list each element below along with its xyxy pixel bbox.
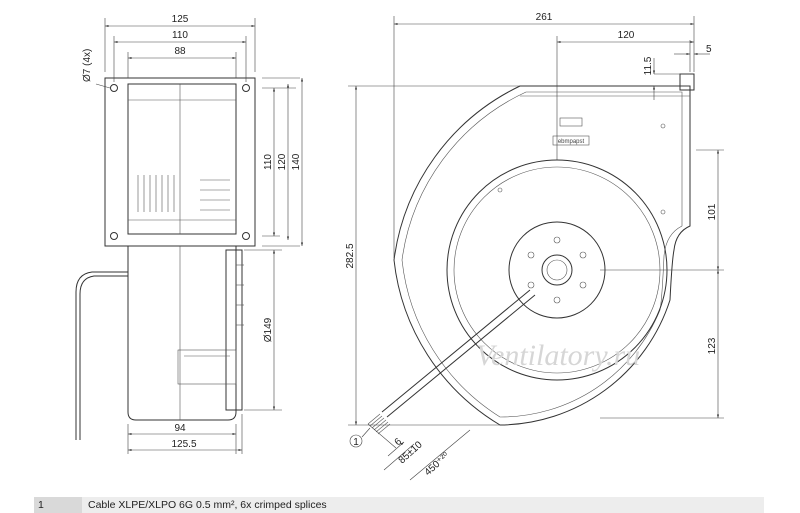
dim-5: 5	[706, 44, 712, 55]
side-view: 125 110 88 Ø7 (4x) 110 120 140 Ø149 94	[75, 14, 304, 454]
legend-row: 1 Cable XLPE/XLPO 6G 0.5 mm², 6x crimped…	[34, 497, 764, 513]
dim-140: 140	[291, 153, 302, 170]
dim-11-5: 11.5	[643, 56, 654, 75]
watermark: Ventilatory.ru	[476, 339, 640, 372]
front-view: ebmpapst 261 120 5 11.5	[345, 12, 724, 481]
dim-120: 120	[277, 153, 288, 170]
dim-hole-note: Ø7 (4x)	[82, 49, 93, 82]
dim-125: 125	[172, 14, 189, 25]
dim-120-front: 120	[618, 30, 635, 41]
dim-6: 6	[393, 436, 405, 448]
dim-94: 94	[174, 423, 186, 434]
brand-label: ebmpapst	[558, 139, 585, 145]
dim-282-5: 282.5	[345, 243, 356, 268]
dim-110-right: 110	[263, 154, 274, 170]
legend-number: 1	[34, 497, 82, 513]
dim-125-5: 125.5	[171, 439, 196, 450]
dim-450: 450⁺²⁰	[423, 450, 452, 478]
dim-261: 261	[536, 12, 553, 23]
legend-text: Cable XLPE/XLPO 6G 0.5 mm², 6x crimped s…	[82, 497, 764, 513]
dim-123: 123	[707, 337, 718, 354]
dim-101: 101	[707, 203, 718, 220]
callout-1: 1	[353, 437, 359, 448]
dim-149: Ø149	[263, 317, 274, 342]
dim-110-top: 110	[172, 30, 188, 41]
dim-88: 88	[174, 46, 186, 57]
